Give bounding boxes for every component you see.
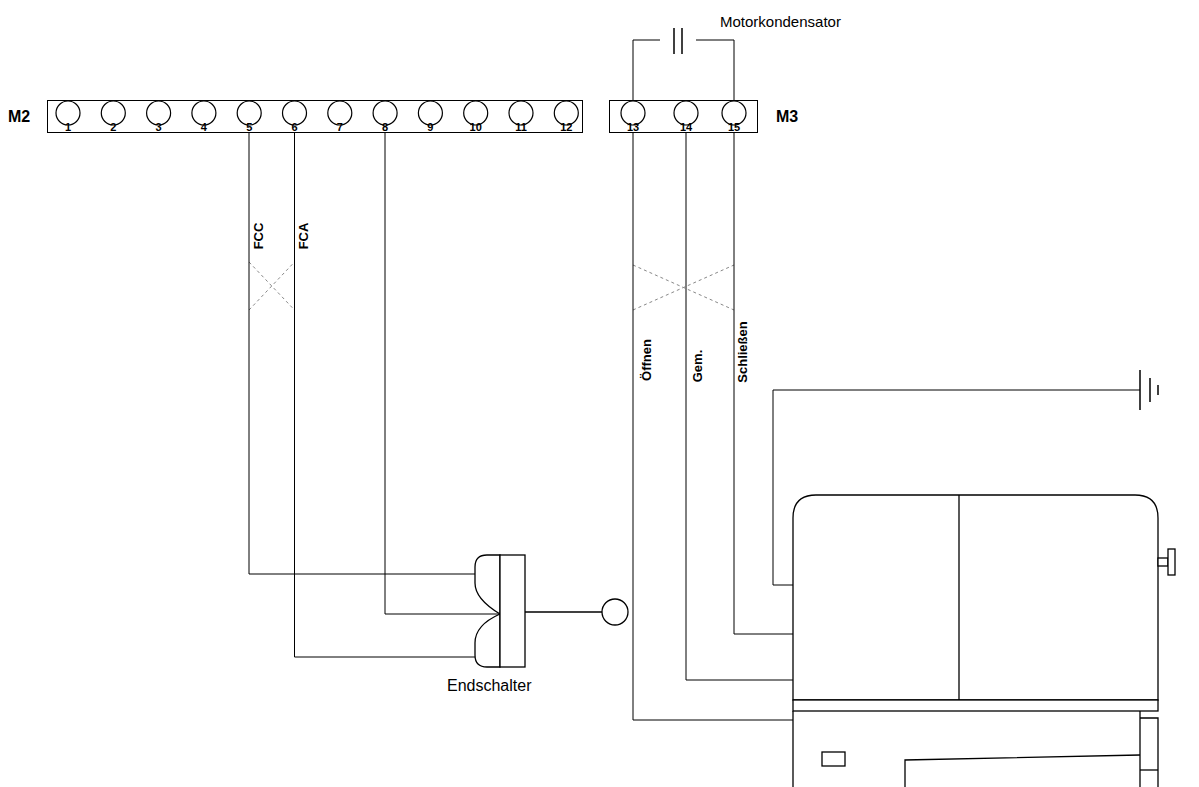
- wire-label: Öffnen: [640, 339, 654, 381]
- terminal-block: M2: [47, 100, 583, 133]
- signal-name: FCC: [252, 223, 266, 250]
- wire: [633, 40, 660, 100]
- wire: [249, 133, 475, 574]
- terminal-number: 12: [560, 121, 572, 133]
- terminal-number: 7: [337, 121, 343, 133]
- terminal-number: 9: [427, 121, 433, 133]
- motor-body: [793, 495, 1175, 787]
- terminal-number: 14: [680, 121, 692, 133]
- signal-name: FCA: [297, 223, 311, 250]
- limit-switch: Endschalter: [475, 555, 621, 667]
- wire-label: Schließen: [736, 321, 750, 382]
- terminal-number: 15: [728, 121, 740, 133]
- node-label: M2: [8, 108, 30, 126]
- terminal-number: 8: [382, 121, 388, 133]
- terminal-number: 11: [515, 121, 527, 133]
- wire-crossing: [249, 262, 734, 310]
- motor-wire: [633, 133, 793, 720]
- wire-label: Gem.: [691, 350, 705, 383]
- node-label: Motorkondensator: [720, 14, 841, 31]
- motor-capacitor: Motorkondensator: [660, 28, 696, 54]
- terminal-number: 10: [470, 121, 482, 133]
- terminal-number: 4: [201, 121, 207, 133]
- terminal-number: 1: [65, 121, 71, 133]
- node-label: M3: [776, 108, 798, 126]
- terminal-number: 6: [291, 121, 297, 133]
- wire: [696, 40, 734, 100]
- terminal-number: 5: [246, 121, 252, 133]
- wire: [385, 133, 500, 614]
- terminal-number: 2: [110, 121, 116, 133]
- node-label: Endschalter: [447, 677, 532, 695]
- limit-switch-symbol: [475, 555, 621, 667]
- motor-capacitor-symbol: [660, 28, 696, 54]
- terminal-number: 13: [627, 121, 639, 133]
- terminal-number: 3: [156, 121, 162, 133]
